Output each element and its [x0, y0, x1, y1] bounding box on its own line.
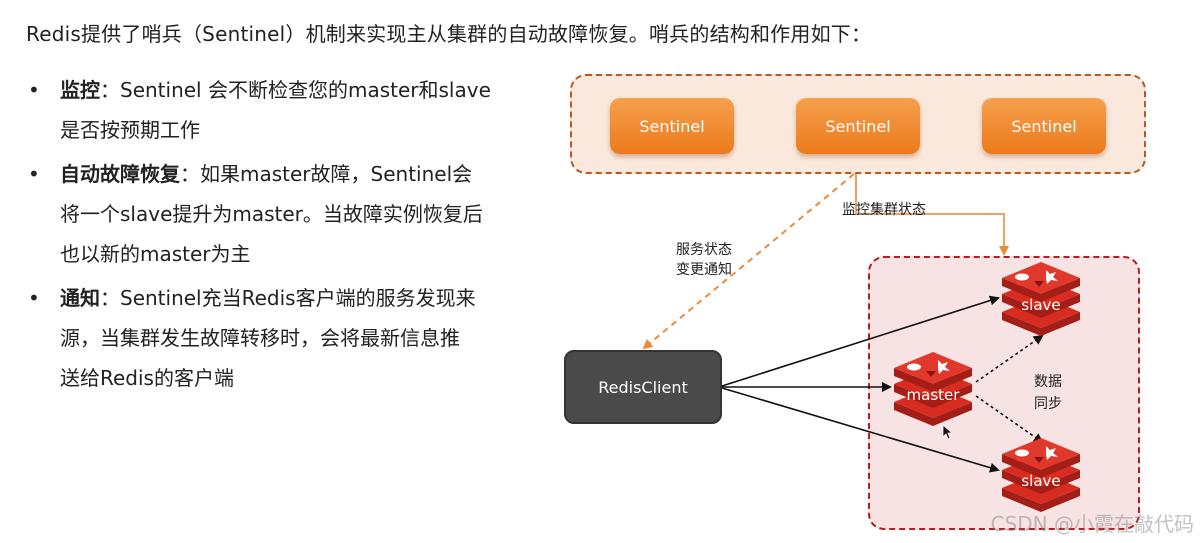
- bullet-monitor: • 监控：Sentinel 会不断检查您的master和slave 是否按预期工…: [26, 70, 526, 150]
- bullet-text: ：Sentinel 会不断检查您的master和slave: [100, 78, 491, 102]
- bullet-heading: 监控: [60, 78, 100, 102]
- bullet-dot: •: [28, 162, 40, 186]
- bullet-dot: •: [28, 78, 40, 102]
- redis-slave-node: slave: [1000, 262, 1082, 336]
- bullet-heading: 自动故障恢复: [60, 162, 180, 186]
- sentinel-node: Sentinel: [796, 98, 920, 154]
- bullet-notify: • 通知：Sentinel充当Redis客户端的服务发现来 源，当集群发生故障转…: [26, 278, 526, 398]
- bullet-line: 自动故障恢复：如果master故障，Sentinel会: [60, 154, 526, 194]
- sync-arrow: [975, 395, 1044, 444]
- sync-arrow: [975, 334, 1044, 383]
- bullet-heading: 通知: [60, 286, 100, 310]
- notify-arrow: [642, 173, 855, 350]
- notify-label-line2: 变更通知: [676, 262, 732, 278]
- bullet-failover: • 自动故障恢复：如果master故障，Sentinel会 将一个slave提升…: [26, 154, 526, 274]
- redis-client-node: RedisClient: [564, 350, 722, 424]
- redis-slave-node: slave: [1000, 438, 1082, 512]
- page-title: Redis提供了哨兵（Sentinel）机制来实现主从集群的自动故障恢复。哨兵的…: [26, 22, 872, 46]
- bullet-text: 将一个slave提升为master。当故障实例恢复后: [60, 202, 483, 226]
- notify-label-line1: 服务状态: [676, 242, 732, 258]
- master-label: master: [906, 386, 960, 404]
- slave-label: slave: [1021, 296, 1061, 314]
- watermark: CSDN @小霞在敲代码: [990, 512, 1194, 536]
- bullet-text: ：如果master故障，Sentinel会: [180, 162, 473, 186]
- redis-logo-icon: [894, 352, 972, 426]
- sentinel-group: Sentinel Sentinel Sentinel: [570, 74, 1146, 174]
- bullet-text: 源，当集群发生故障转移时，会将最新信息推: [60, 326, 460, 350]
- sentinel-node: Sentinel: [610, 98, 734, 154]
- monitor-label: 监控集群状态: [842, 202, 926, 218]
- client-to-slave-arrow: [721, 387, 1000, 473]
- redis-logo-icon: [1002, 438, 1080, 512]
- connector-arrows: [642, 173, 1044, 473]
- bullet-text: 是否按预期工作: [60, 118, 200, 142]
- sync-label-line1: 数据: [1034, 374, 1062, 390]
- bullet-list: • 监控：Sentinel 会不断检查您的master和slave 是否按预期工…: [26, 70, 526, 402]
- bullet-line: 监控：Sentinel 会不断检查您的master和slave: [60, 70, 526, 110]
- bullet-text: 也以新的master为主: [60, 242, 251, 266]
- redis-master-node: master: [892, 352, 974, 426]
- monitor-arrow: [855, 174, 1009, 256]
- bullet-text: 送给Redis的客户端: [60, 366, 234, 390]
- redis-logo-icon: [1002, 262, 1080, 336]
- sync-label-line2: 同步: [1034, 396, 1062, 412]
- mouse-cursor-icon: [942, 424, 954, 440]
- slave-label: slave: [1021, 472, 1061, 490]
- sentinel-diagram: Sentinel Sentinel Sentinel 监控集群状态 服务状态 变…: [540, 60, 1200, 543]
- client-to-slave-arrow: [721, 295, 1000, 387]
- bullet-text: ：Sentinel充当Redis客户端的服务发现来: [100, 286, 476, 310]
- sentinel-node: Sentinel: [982, 98, 1106, 154]
- bullet-dot: •: [28, 286, 40, 310]
- bullet-line: 通知：Sentinel充当Redis客户端的服务发现来: [60, 278, 526, 318]
